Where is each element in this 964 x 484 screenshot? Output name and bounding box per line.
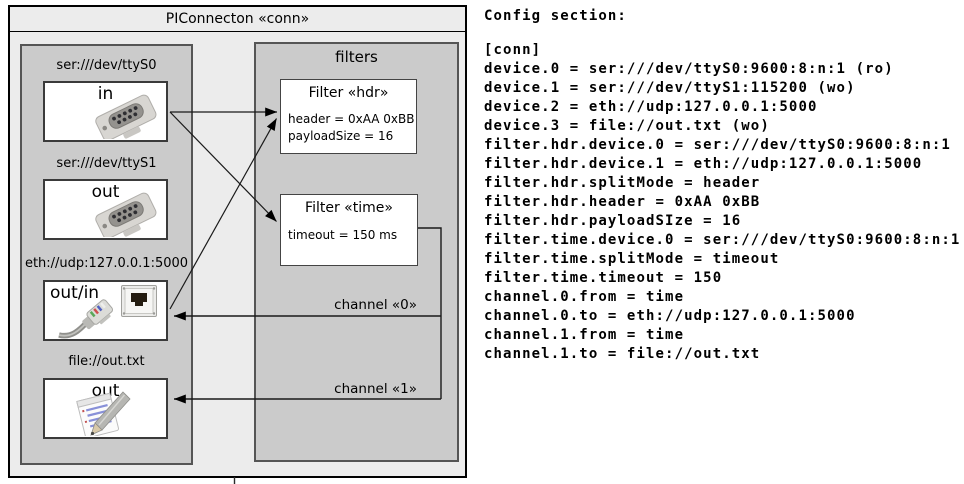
connection-diagram: PIConnecton «conn» filters ser:///dev/tt… — [0, 0, 470, 484]
device-direction-label: out — [91, 182, 120, 202]
config-panel: Config section: [conn] device.0 = ser://… — [484, 0, 964, 484]
config-lines: [conn] device.0 = ser:///dev/ttyS0:9600:… — [484, 42, 961, 362]
filter-time-title: Filter «time» — [305, 200, 393, 216]
device-label-eth: eth://udp:127.0.0.1:5000 — [24, 256, 189, 271]
channel-0-label: channel «0» — [334, 297, 417, 313]
filter-hdr-title: Filter «hdr» — [308, 85, 389, 101]
device-label-ttys1: ser:///dev/ttyS1 — [56, 156, 157, 171]
device-direction-label: out/in — [50, 283, 100, 303]
serial-connector-icon — [95, 192, 157, 237]
device-direction-label: in — [97, 84, 114, 104]
device-label-file: file://out.txt — [68, 354, 145, 369]
device-label-ttys0: ser:///dev/ttyS0 — [56, 58, 157, 73]
channel-1-label: channel «1» — [334, 381, 417, 397]
filter-hdr-prop-header: header = 0xAA 0xBB — [288, 112, 415, 126]
filters-panel-title: filters — [335, 48, 378, 66]
filter-time-box: Filter «time» timeout = 150 ms — [280, 194, 418, 266]
filter-hdr-box: Filter «hdr» header = 0xAA 0xBB payloadS… — [280, 79, 417, 154]
file-note-icon — [76, 391, 131, 436]
ethernet-cable-icon — [58, 299, 114, 339]
serial-connector-icon — [95, 94, 157, 139]
device-box-file: out — [43, 378, 168, 439]
device-box-eth: out/in — [43, 280, 168, 341]
ethernet-port-icon — [121, 285, 157, 317]
filter-hdr-prop-payload: payloadSize = 16 — [288, 128, 394, 143]
device-box-ttys1: out — [43, 179, 168, 240]
filter-time-prop-timeout: timeout = 150 ms — [288, 228, 398, 242]
config-heading: Config section: — [484, 8, 627, 24]
device-box-ttys0: in — [43, 81, 168, 142]
diagram-title: PIConnecton «conn» — [10, 7, 465, 32]
